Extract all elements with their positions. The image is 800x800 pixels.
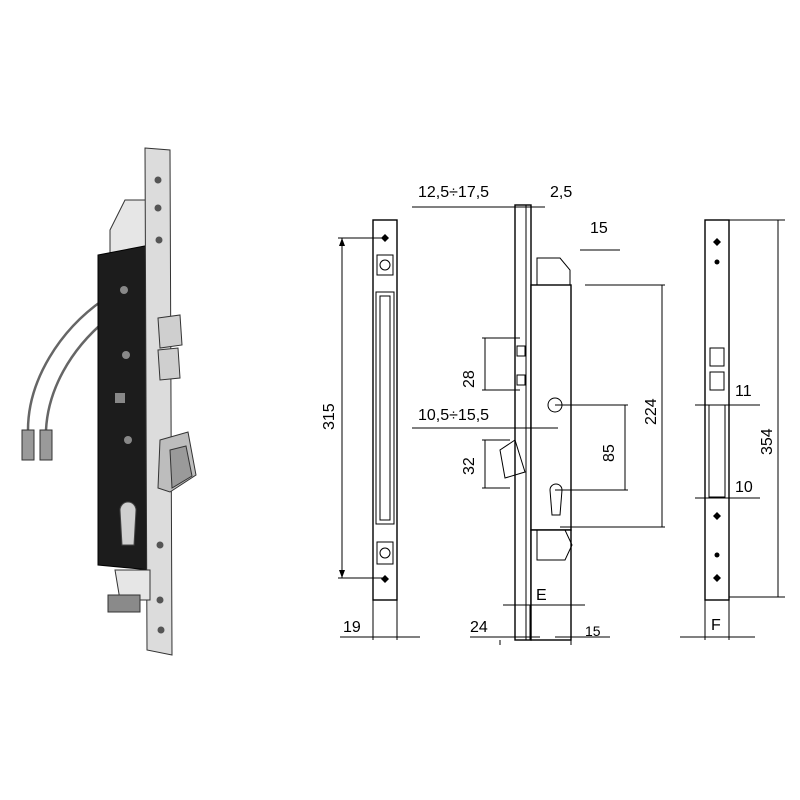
strike-plate-view — [680, 219, 785, 640]
front-view — [338, 219, 420, 640]
side-faceplate — [514, 204, 532, 641]
faceplate-hole-4 — [156, 541, 164, 549]
front-latch-box — [376, 254, 394, 276]
dim-backset-label: E — [536, 587, 547, 604]
lock-3d-view — [21, 147, 197, 656]
hook-bolt-face — [169, 445, 193, 489]
case-hole-3 — [124, 436, 132, 444]
bottom-knob — [107, 594, 141, 613]
case-square-hole — [115, 393, 125, 403]
latch — [157, 314, 183, 349]
dim-side-thickness: 15 — [585, 623, 601, 639]
side-case — [530, 284, 572, 531]
faceplate — [144, 147, 173, 656]
front-bolt-box — [376, 541, 394, 565]
side-top-bracket — [536, 257, 571, 286]
faceplate-hole-6 — [157, 626, 165, 634]
strike-latch-window-2 — [709, 371, 725, 391]
dim-latch-height: 28 — [461, 370, 478, 388]
dim-strike-height: 354 — [759, 428, 776, 455]
faceplate-hole-3 — [155, 236, 163, 244]
case-hole-2 — [122, 351, 130, 359]
front-slot-inner — [379, 295, 391, 521]
side-cylinder — [549, 483, 563, 516]
dim-overall-height: 315 — [321, 403, 338, 430]
dim-front-width: 19 — [343, 619, 361, 636]
dim-top-offset: 15 — [590, 220, 608, 237]
side-latch-1 — [516, 345, 526, 357]
dim-strike-width-label: F — [711, 617, 721, 634]
dim-strike-opening-top: 11 — [735, 383, 752, 400]
cylinder-cutout — [119, 501, 137, 546]
side-bottom-bracket — [536, 529, 573, 561]
strike-latch-window — [709, 347, 725, 367]
wire-connector-2 — [39, 429, 53, 461]
dim-case-height: 224 — [643, 398, 660, 425]
dim-backset-range: 12,5÷17,5 — [418, 184, 489, 201]
dim-bolt-height: 32 — [461, 457, 478, 475]
dim-plate-thickness: 2,5 — [550, 184, 572, 201]
faceplate-hole-5 — [156, 596, 164, 604]
side-hook-bolt — [499, 439, 526, 479]
wire-1 — [26, 298, 104, 431]
front-bolt-hole — [379, 547, 391, 559]
dimension-labels: 12,5÷17,5 2,5 15 315 224 28 10,5÷15,5 32… — [321, 184, 776, 639]
bottom-bracket — [114, 569, 151, 601]
side-view — [412, 204, 665, 645]
wire-2 — [44, 319, 107, 431]
wire-connector-1 — [21, 429, 35, 461]
dim-centre-distance: 85 — [601, 444, 618, 462]
faceplate-hole-2 — [154, 204, 162, 212]
front-faceplate — [372, 219, 398, 601]
dim-deadbolt-range: 10,5÷15,5 — [418, 407, 489, 424]
dim-case-depth: 24 — [470, 619, 488, 636]
dim-strike-opening-bottom: 10 — [735, 479, 753, 496]
front-slot — [375, 291, 395, 525]
faceplate-hole-1 — [154, 176, 162, 184]
side-latch-2 — [516, 374, 526, 386]
latch-2 — [157, 347, 181, 381]
front-latch-hole — [379, 259, 391, 271]
case-hole-1 — [120, 286, 128, 294]
front-screw-bottom — [381, 575, 389, 583]
side-case-lower — [530, 529, 572, 641]
